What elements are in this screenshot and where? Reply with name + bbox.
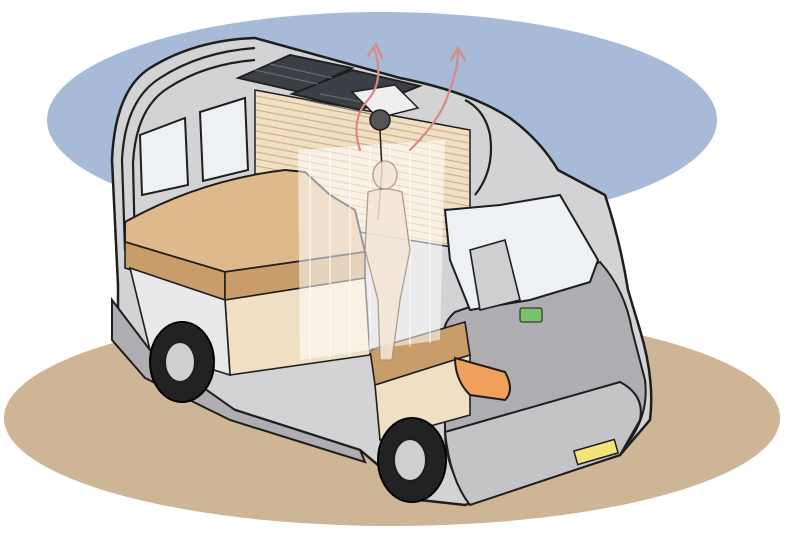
roof-frame <box>120 46 493 251</box>
front-wheel <box>377 417 447 503</box>
license-plate <box>572 438 620 466</box>
windshield <box>443 193 600 323</box>
wall-slat <box>255 102 470 144</box>
rear-windows <box>138 96 250 197</box>
solar-panel-icon <box>235 54 423 119</box>
dashboard-gauge <box>519 307 543 323</box>
person-figure-icon <box>364 160 411 361</box>
headlight <box>453 356 511 402</box>
airflow-arrow-icon <box>355 41 467 152</box>
rear-wheel <box>149 321 215 403</box>
wall-slat <box>255 95 470 137</box>
